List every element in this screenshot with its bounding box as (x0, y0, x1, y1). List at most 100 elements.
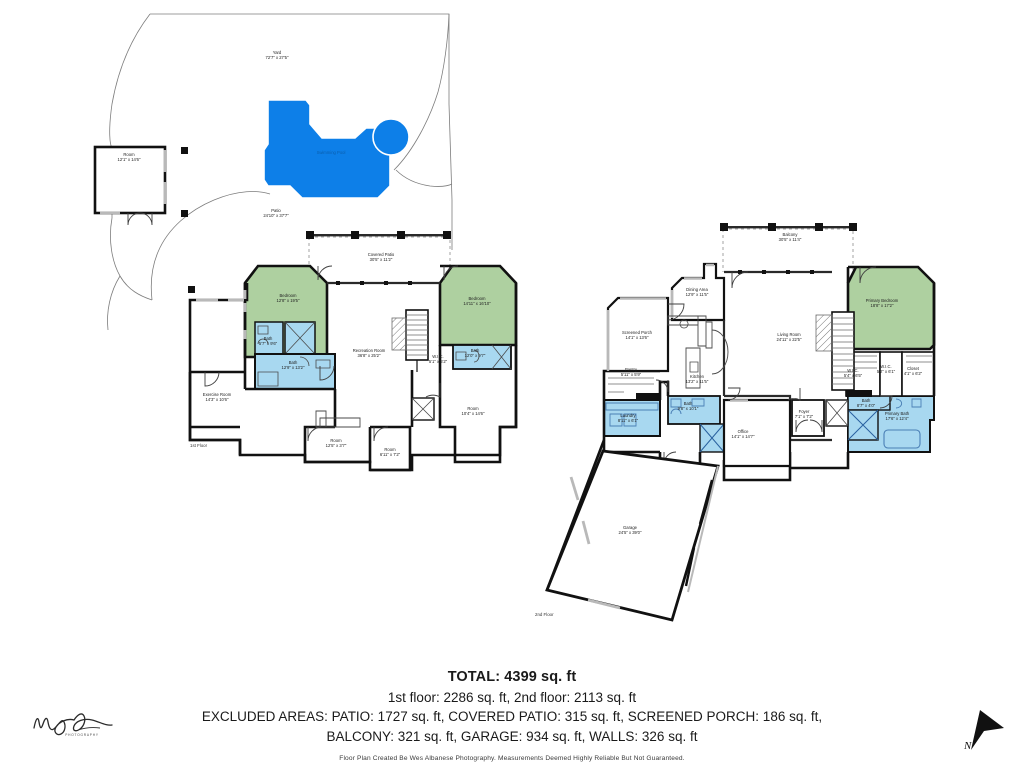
first-floor-label: 1st Floor (190, 443, 208, 448)
patio-walk-curve (150, 191, 271, 301)
pantry-shelves (608, 377, 654, 393)
bedroom-left-window (243, 330, 247, 339)
exterior-window (228, 298, 244, 302)
total-sqft: TOTAL: 4399 sq. ft (447, 669, 577, 685)
living-room-walls (722, 270, 832, 442)
laundry-fixtures (605, 402, 659, 427)
per-floor-sqft: 1st floor: 2286 sq. ft, 2nd floor: 2113 … (387, 689, 637, 705)
living-wall-window-dot (762, 270, 766, 274)
patio-right-curve (395, 169, 453, 187)
summary-footer: TOTAL: 4399 sq. ft 1st floor: 2286 sq. f… (0, 668, 1024, 762)
patio-column (181, 210, 188, 217)
balcony-column (720, 223, 728, 231)
bath-center-shower-x (699, 423, 725, 453)
kitchen-cooktop (679, 319, 689, 329)
patio-column (181, 147, 188, 154)
closet-box-x (411, 397, 435, 421)
door-swing (317, 265, 333, 281)
covered-patio-column (397, 231, 405, 239)
top-wall-window-dot (384, 281, 388, 285)
foyer-doors (795, 419, 823, 433)
top-wall-window-dot (360, 281, 364, 285)
wall-black-block (846, 390, 872, 397)
primary-bath-fixtures (895, 398, 922, 409)
room-label: W.I.C.5'4" x 6'5" (844, 368, 863, 378)
kitchen-counters (667, 315, 713, 389)
kitchen-sink (689, 361, 699, 373)
bath-center-fixtures (670, 398, 705, 415)
room-label: W.I.C.5'1" x 5'2" (429, 354, 448, 364)
bath-center-shape (667, 395, 721, 425)
room-label: Swimming Pool (317, 150, 346, 155)
shower-x (847, 409, 879, 441)
door-swing (879, 395, 893, 409)
garage-shape (545, 449, 720, 622)
spa-circle (372, 118, 410, 156)
north-arrow-icon: N (958, 702, 1016, 758)
detached-room-window-right-2 (163, 182, 167, 204)
balcony-column (849, 223, 857, 231)
door-swing (859, 266, 877, 284)
yard-lower-left-curve (107, 275, 121, 331)
door-swing (425, 383, 441, 398)
primary-bedroom-shape (846, 265, 936, 351)
living-wall-window-dot (738, 270, 742, 274)
yard-boundary (109, 13, 453, 301)
yard-upper-curve (393, 13, 450, 171)
bath-right-fixtures (455, 349, 480, 363)
bath-right-x (491, 344, 512, 370)
wic-mid (879, 351, 903, 397)
door-swing (307, 426, 323, 442)
counter-run (315, 410, 361, 428)
top-wall-window-dot (408, 281, 412, 285)
office-shape (722, 398, 792, 468)
garage-door-bottom (587, 598, 621, 610)
door-swing (727, 387, 741, 401)
door-swing (443, 265, 459, 281)
second-floor-label: 2nd Floor (535, 612, 554, 617)
door-swing (667, 303, 685, 321)
living-wall-window-dot (786, 270, 790, 274)
door-swing (655, 379, 669, 393)
living-wall-window-dot (810, 270, 814, 274)
first-floor-left-wall (188, 283, 249, 330)
wic-shelving (849, 355, 932, 369)
house-to-garage-wall (545, 439, 606, 591)
signature-logo: PHOTOGRAPHY (33, 713, 113, 737)
garage-door-left (569, 476, 580, 501)
garage-door-left2 (581, 520, 591, 545)
detached-room-double-door (127, 212, 153, 226)
door-swing (787, 388, 801, 401)
bath-left-small (254, 321, 284, 355)
exterior-window (196, 298, 218, 302)
pantry-black-wall (636, 393, 660, 400)
balcony-outline (722, 228, 854, 272)
top-wall-window-dot (336, 281, 340, 285)
dining-window-top (684, 263, 714, 280)
second-floor-stairs (815, 311, 855, 391)
